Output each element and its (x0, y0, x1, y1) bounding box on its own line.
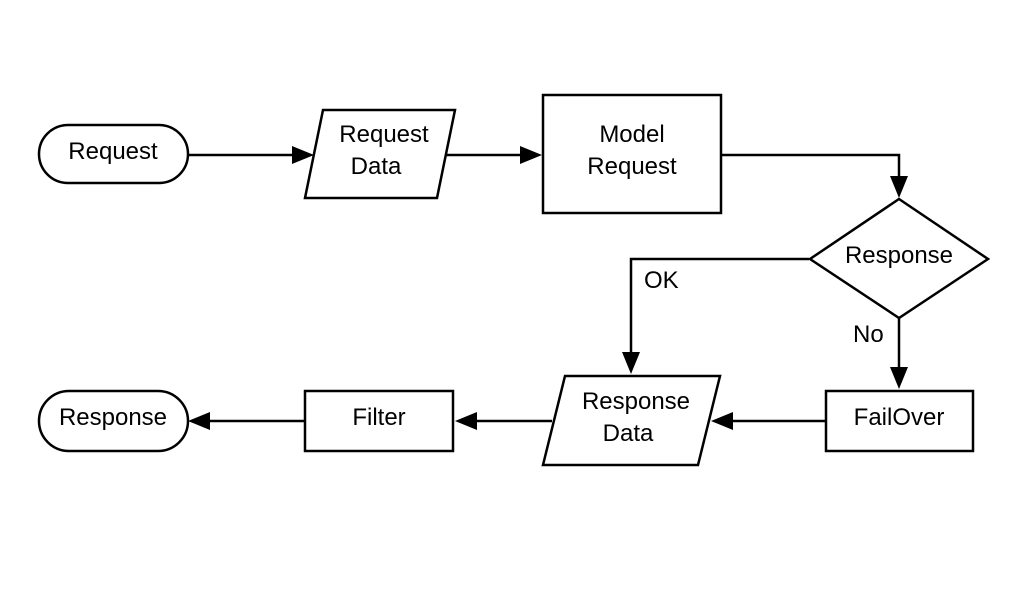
node-request-data-line1: Request (339, 121, 429, 148)
data-io-shape (541, 374, 722, 467)
node-response-decision-label: Response (845, 242, 953, 269)
process-shape (541, 93, 723, 215)
terminator-shape (37, 389, 190, 453)
node-request-start[interactable]: Request (37, 123, 190, 185)
connector-decision-no-to-failover (890, 318, 908, 389)
connector-model-request-to-response-decision (721, 153, 908, 198)
edge-label-no: No (853, 321, 884, 348)
node-filter-label: Filter (352, 404, 405, 431)
node-filter[interactable]: Filter (303, 389, 455, 453)
node-response-decision[interactable]: Response (807, 197, 991, 320)
process-shape (303, 389, 455, 453)
node-request-data[interactable]: Request Data (303, 108, 457, 200)
connector-request-to-request-data (188, 146, 314, 164)
node-model-request-line2: Request (587, 153, 677, 180)
node-response-end-label: Response (59, 404, 167, 431)
connector-decision-ok-to-response-data (622, 257, 809, 374)
node-failover-label: FailOver (854, 404, 945, 431)
connector-filter-to-response-end (188, 412, 305, 430)
node-failover[interactable]: FailOver (824, 389, 975, 453)
edge-label-ok: OK (644, 267, 679, 294)
node-response-data[interactable]: Response Data (541, 374, 722, 467)
connector-request-data-to-model-request (442, 146, 542, 164)
node-response-data-line1: Response (582, 388, 690, 415)
node-model-request-line1: Model (599, 121, 664, 148)
data-io-shape (303, 108, 457, 200)
node-request-data-line2: Data (351, 153, 402, 180)
node-response-data-line2: Data (603, 420, 654, 447)
connector-failover-to-response-data (711, 412, 826, 430)
decision-shape (807, 197, 991, 320)
node-response-end[interactable]: Response (37, 389, 190, 453)
connector-response-data-to-filter (455, 412, 552, 430)
terminator-shape (37, 123, 190, 185)
node-request-start-label: Request (68, 138, 158, 165)
node-model-request[interactable]: Model Request (541, 93, 723, 215)
process-shape (824, 389, 975, 453)
